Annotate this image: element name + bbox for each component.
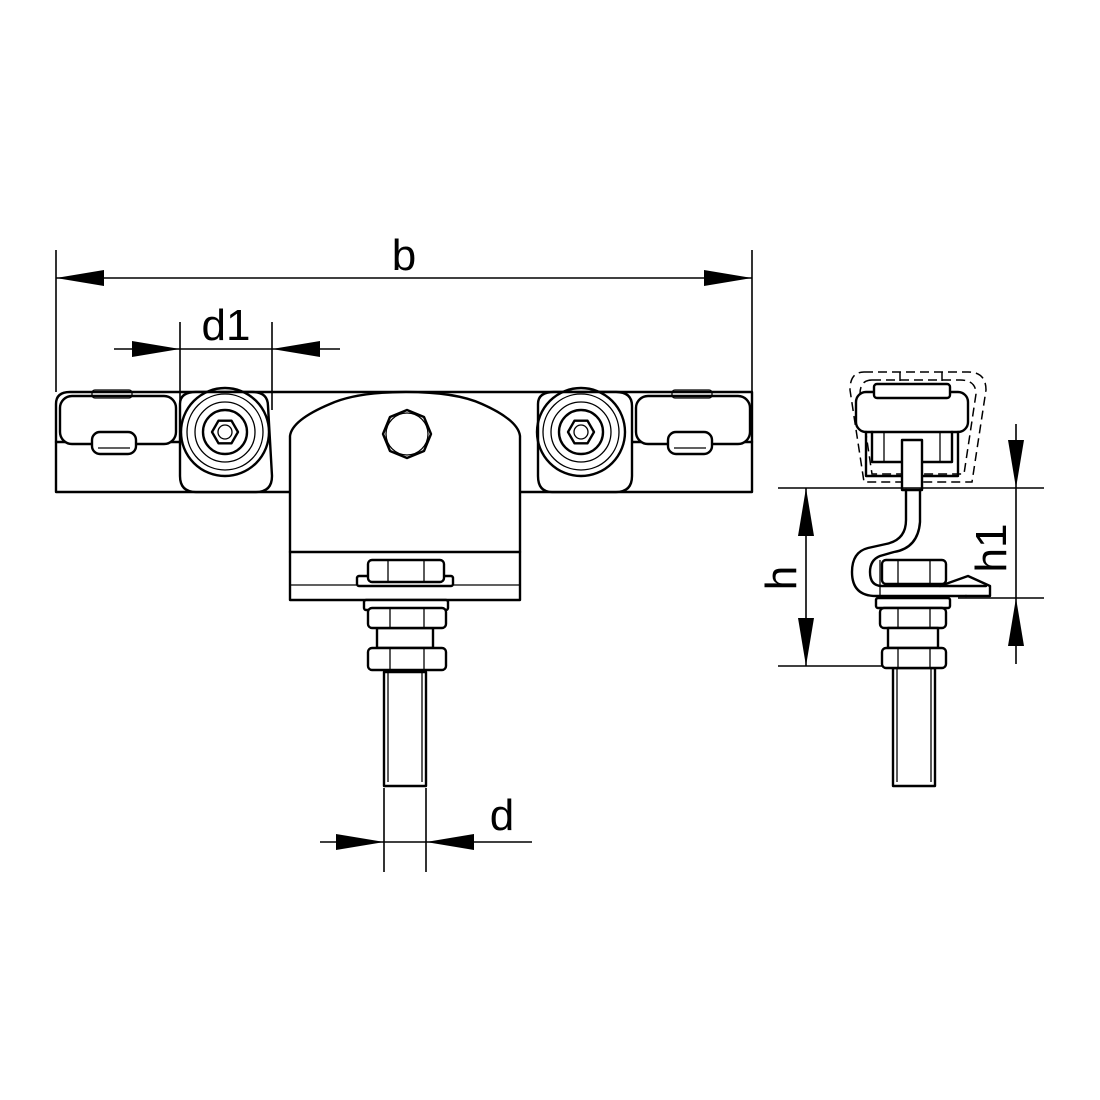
- label-d1: d1: [202, 301, 251, 350]
- front-view: b d1 d: [54, 231, 754, 872]
- dimension-d: d: [320, 788, 532, 872]
- dimension-h1: h1: [958, 424, 1044, 664]
- hex-nut-icon: [878, 606, 948, 630]
- dimension-h: h: [757, 487, 1044, 667]
- label-h1: h1: [967, 524, 1016, 573]
- label-b: b: [392, 231, 416, 280]
- center-bracket: [288, 390, 522, 602]
- dimension-b: b: [55, 231, 753, 392]
- hex-nut-icon: [366, 646, 448, 672]
- side-view: h h1: [757, 371, 1044, 788]
- hex-nut-icon: [366, 606, 448, 630]
- rail-body: [54, 390, 754, 494]
- bracket-bolt-icon: [381, 408, 433, 460]
- dimension-d1: d1: [114, 301, 340, 410]
- hex-nut-icon: [366, 558, 446, 584]
- hex-nut-icon: [880, 646, 948, 670]
- rail-profile: [849, 371, 987, 483]
- hex-nut-icon: [880, 558, 948, 586]
- hex-nut-icon: [566, 419, 596, 445]
- left-end-clamp: [58, 389, 178, 456]
- right-wheel: [535, 386, 634, 494]
- side-trolley-head: [854, 382, 970, 492]
- side-rod: [874, 558, 952, 788]
- right-end-clamp: [634, 389, 752, 456]
- hook-bracket: [850, 488, 968, 598]
- label-d: d: [490, 791, 514, 840]
- left-wheel: [178, 386, 274, 494]
- label-h: h: [757, 566, 806, 590]
- threaded-rod: [355, 558, 455, 788]
- hex-nut-icon: [210, 419, 240, 445]
